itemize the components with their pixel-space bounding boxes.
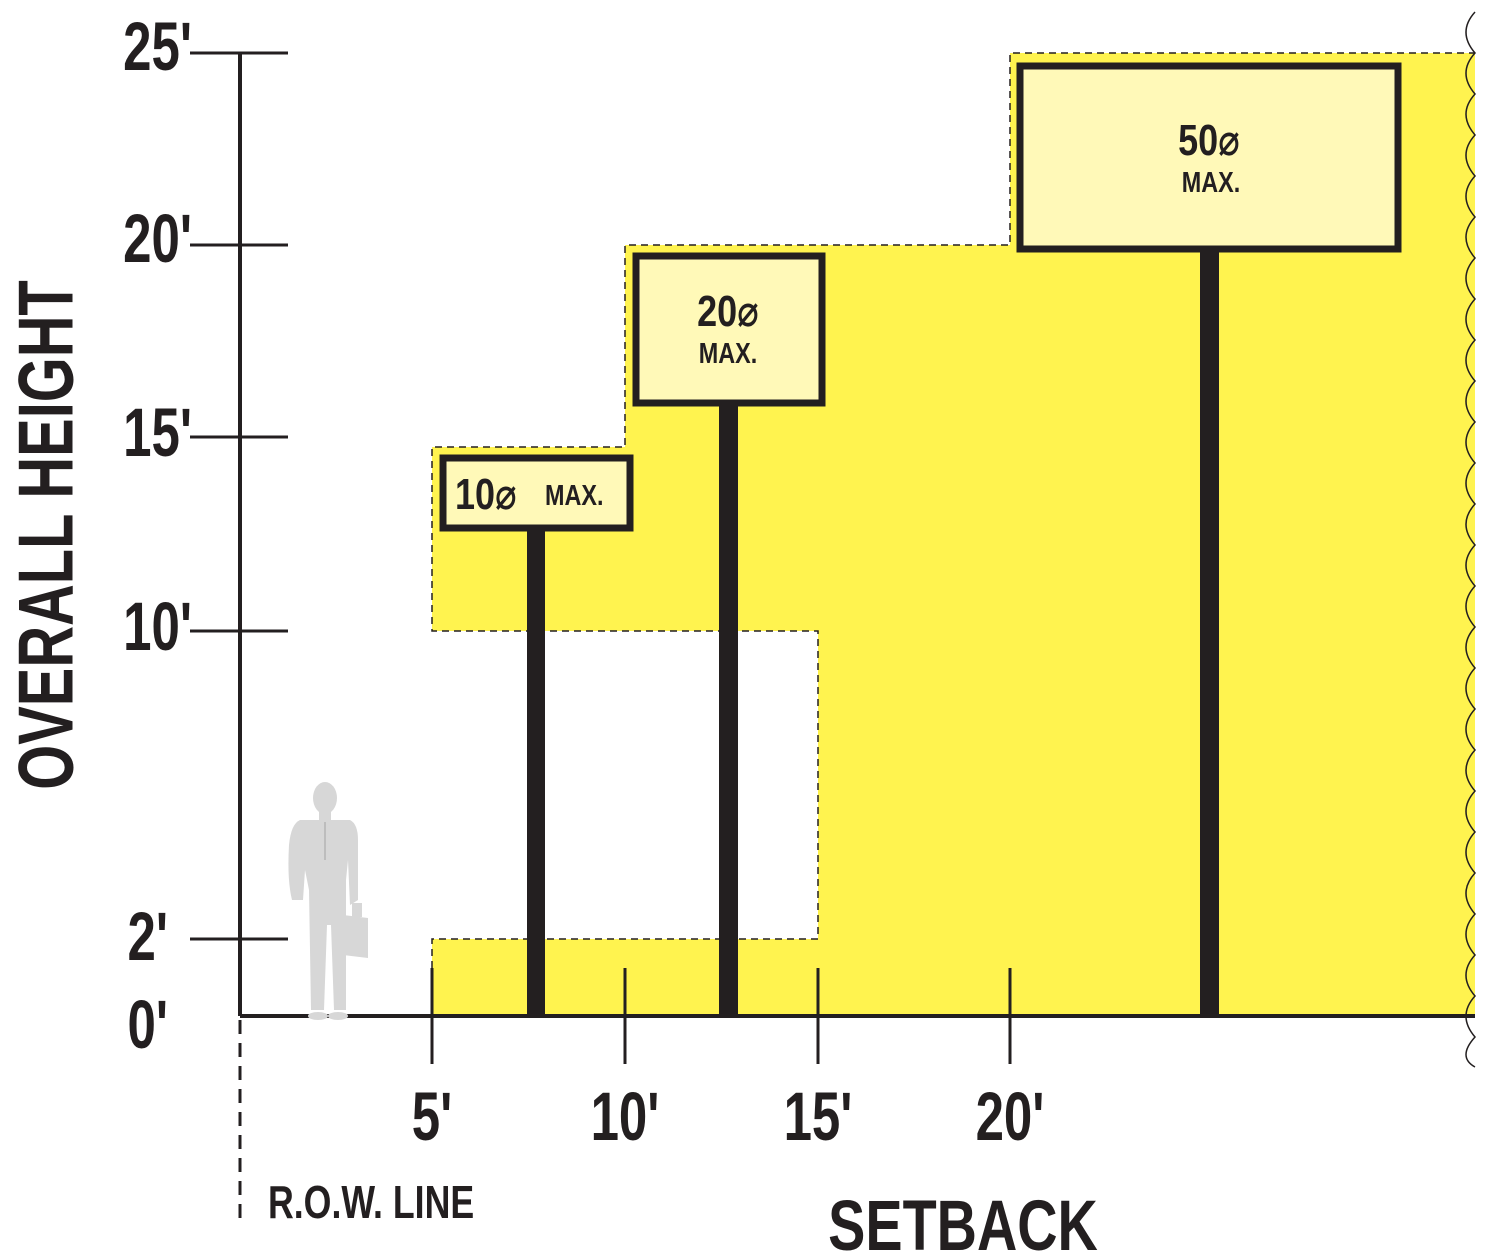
- sign-2-size-label: 20⌀: [697, 287, 759, 336]
- sign-3-max-label: MAX.: [1182, 166, 1240, 199]
- sign-3-face: [1016, 62, 1402, 253]
- y-tick-label-0: 0': [128, 985, 168, 1062]
- zone-outline: [431, 52, 1475, 1016]
- y-tick-label-20: 20': [123, 199, 192, 276]
- sign-1-size-label: 10⌀: [455, 470, 517, 519]
- sign-1-face: [439, 454, 634, 532]
- sign-2-face: [632, 252, 826, 407]
- sign-2-post: [719, 400, 738, 1016]
- sign-3-post: [1200, 248, 1219, 1016]
- y-axis-title: OVERALL HEIGHT: [2, 280, 90, 789]
- x-tick-label-5: 5': [412, 1077, 452, 1154]
- break-line: [1465, 11, 1476, 1068]
- x-axis-title: SETBACK: [828, 1185, 1098, 1258]
- sign-2-max-label: MAX.: [699, 337, 757, 370]
- y-tick-label-15: 15': [123, 393, 192, 470]
- y-axis-ticks: [190, 51, 288, 941]
- sign-1-max-label: MAX.: [545, 479, 603, 512]
- x-tick-label-10: 10': [591, 1077, 660, 1154]
- x-tick-label-20: 20': [976, 1077, 1045, 1154]
- sign-1-post: [527, 527, 545, 1016]
- y-tick-label-10: 10': [123, 587, 192, 664]
- sign-3-size-label: 50⌀: [1178, 116, 1240, 165]
- x-axis-ticks: [430, 968, 1012, 1064]
- x-tick-label-15: 15': [784, 1077, 853, 1154]
- person-with-briefcase-icon: [288, 782, 368, 1020]
- y-tick-label-25: 25': [123, 7, 192, 84]
- row-line-label: R.O.W. LINE: [268, 1177, 474, 1228]
- y-tick-label-2: 2': [128, 897, 168, 974]
